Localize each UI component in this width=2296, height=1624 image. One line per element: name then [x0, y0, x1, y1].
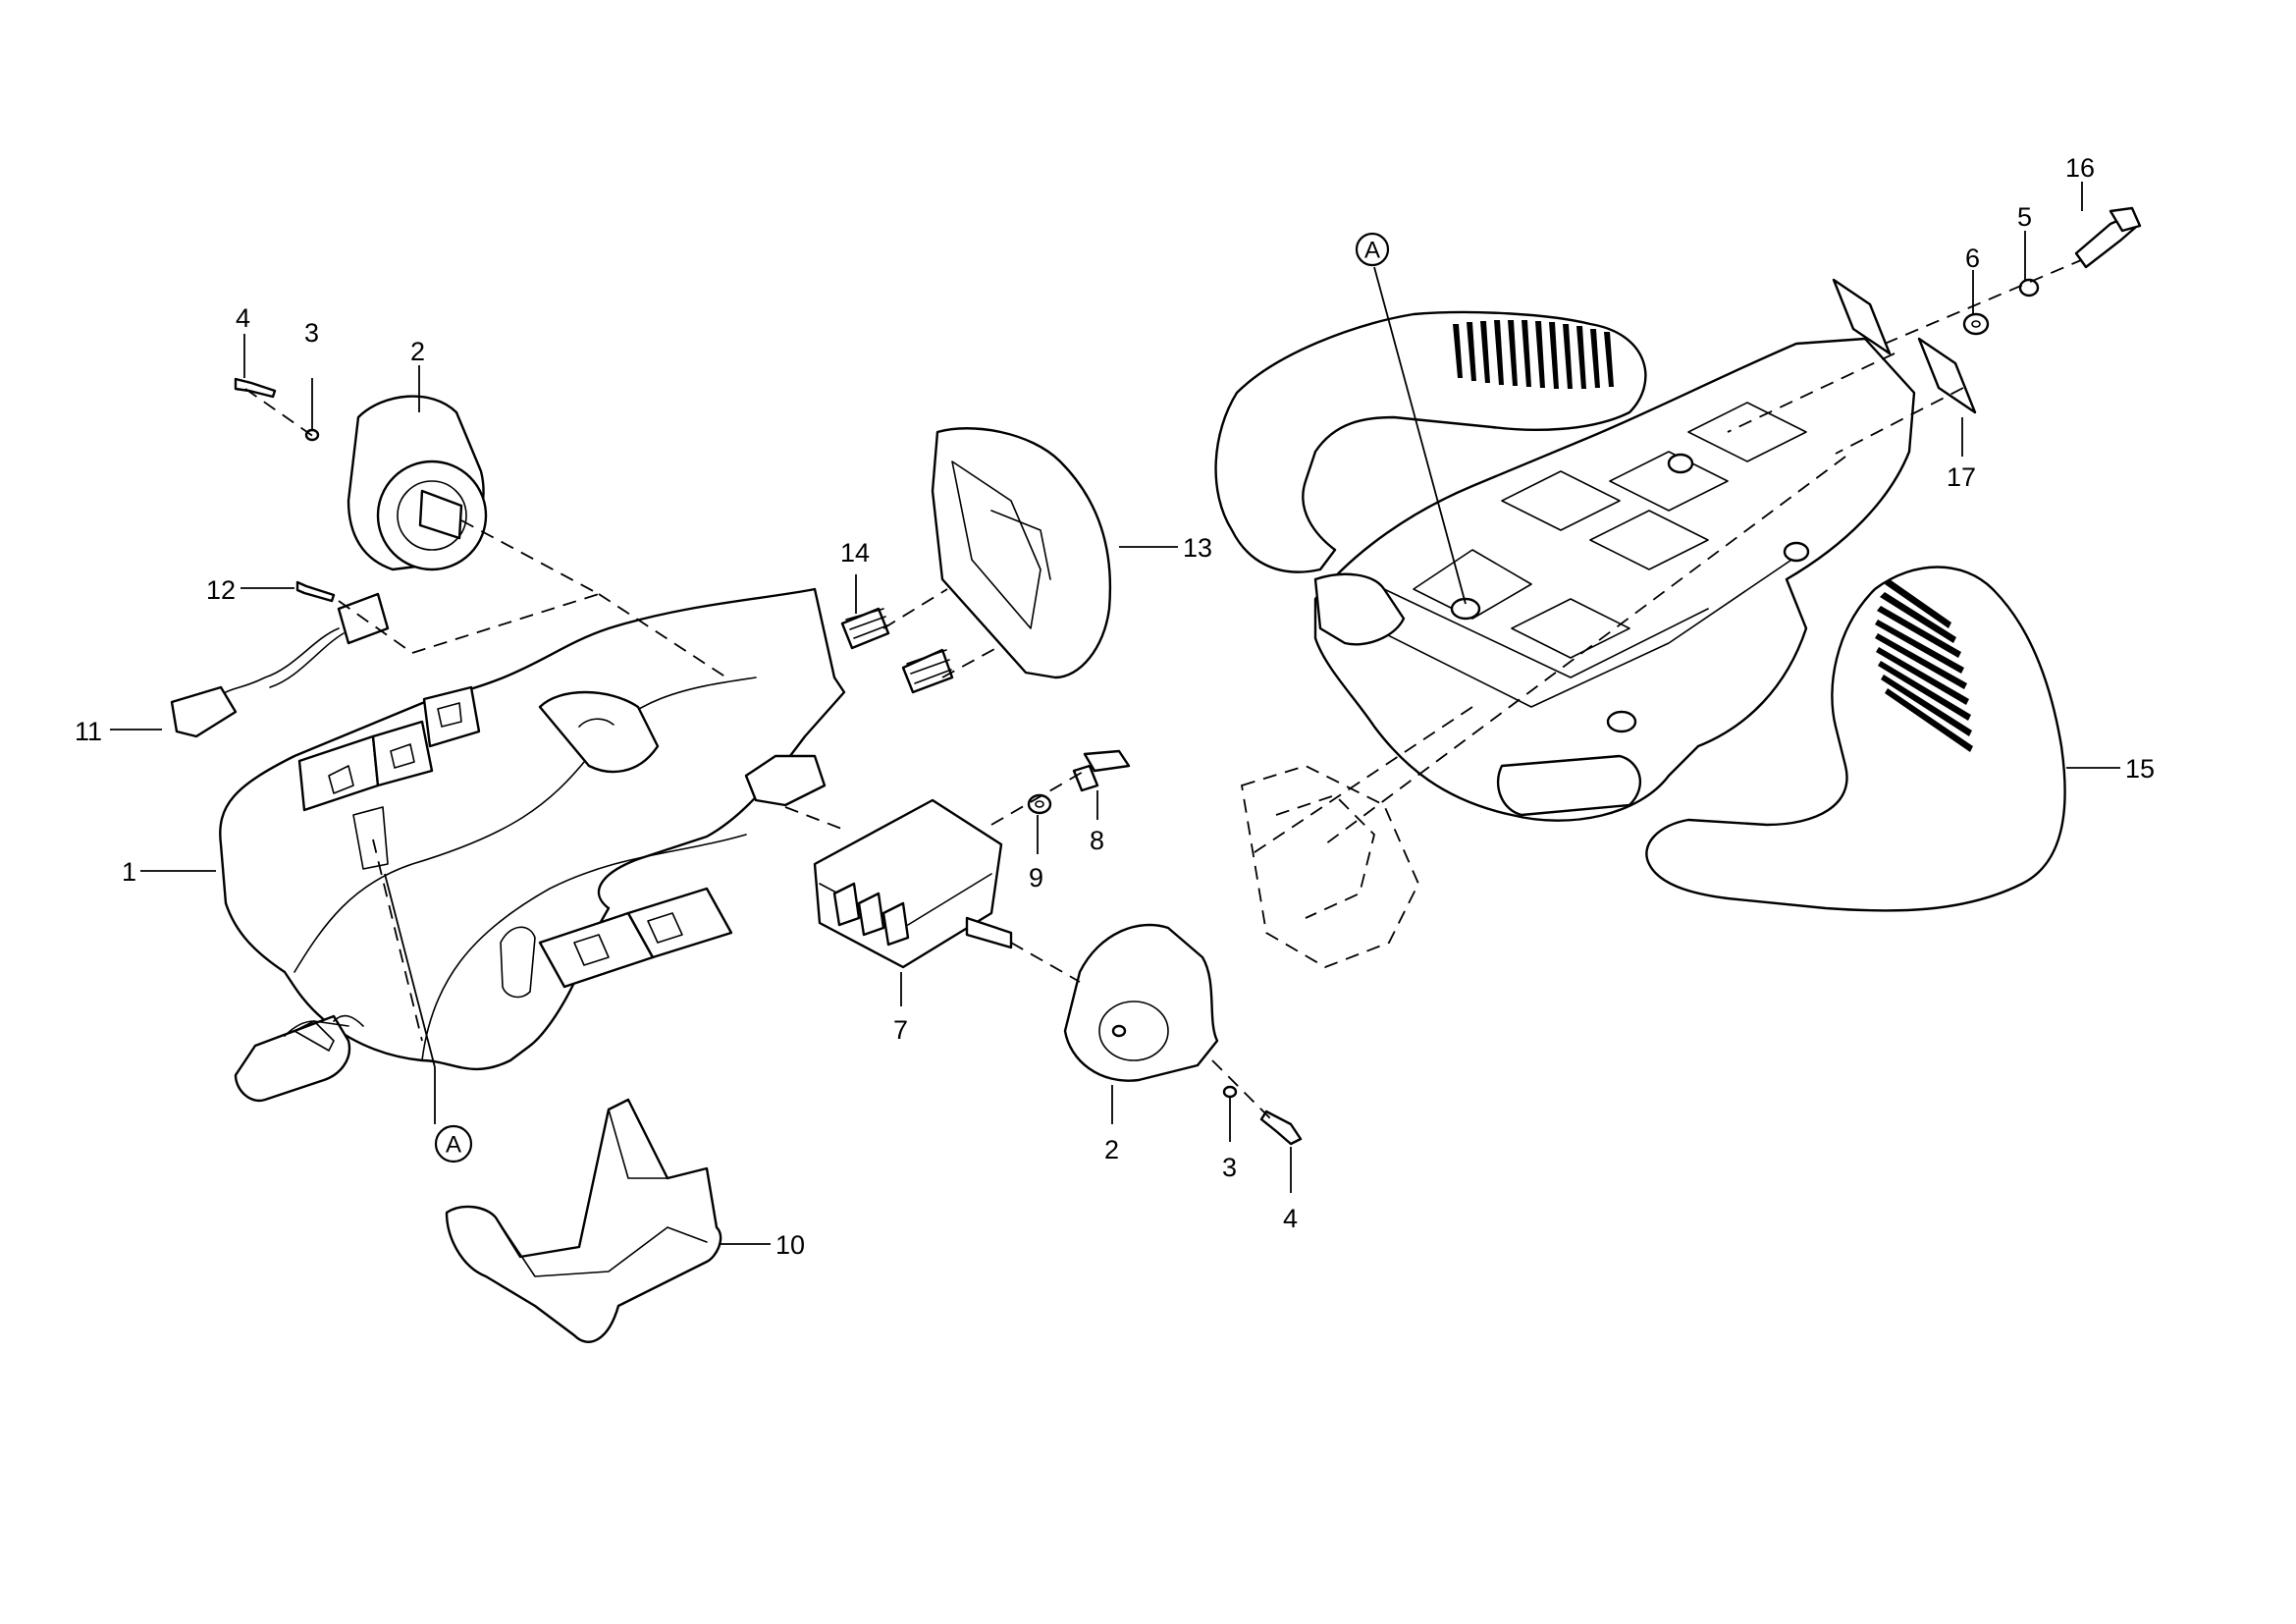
part-4-upper-screw [234, 377, 277, 399]
reference-label-a-lower: A [446, 1132, 461, 1159]
callout-6: 6 [1965, 244, 1980, 273]
callout-leader-lines [110, 182, 2120, 1245]
callout-1: 1 [122, 857, 136, 887]
callout-9: 9 [1029, 863, 1043, 893]
callout-11: 11 [75, 717, 102, 746]
part-2-lower-knob [1063, 923, 1219, 1082]
part-2-upper-knob [347, 395, 488, 571]
grip-ribbing-upper [1453, 320, 1614, 389]
callout-7: 7 [893, 1015, 908, 1045]
callout-15: 15 [2125, 754, 2155, 784]
part-11-switch-harness [170, 592, 390, 738]
callout-2-lower: 2 [1104, 1135, 1119, 1164]
part-14-springs [840, 607, 954, 694]
callout-3-lower: 3 [1222, 1153, 1237, 1182]
part-13-cover [931, 427, 1112, 679]
part-15-handle-frame [1214, 310, 2066, 912]
callout-3-upper: 3 [304, 318, 319, 348]
callout-4-lower: 4 [1283, 1204, 1298, 1233]
grip-ribbing-lower [1875, 579, 1973, 752]
callout-12: 12 [206, 575, 236, 605]
reference-marker-a-lower: A [434, 1124, 473, 1164]
callout-14: 14 [840, 538, 870, 568]
part-7-switch-unit [813, 798, 1013, 969]
reference-marker-a-upper: A [1355, 232, 1390, 267]
reference-label-a-upper: A [1364, 238, 1380, 264]
part-4-lower-screw [1259, 1110, 1303, 1146]
part-17-plates [1832, 278, 1977, 414]
callout-2-upper: 2 [410, 337, 425, 366]
assembly-hidden-lines [244, 259, 2082, 1120]
callout-4-upper: 4 [236, 303, 250, 333]
part-1-control-head-housing [219, 587, 846, 1103]
callout-8: 8 [1090, 826, 1104, 855]
callout-13: 13 [1183, 533, 1212, 563]
callout-5: 5 [2017, 202, 2032, 232]
callout-16: 16 [2065, 153, 2095, 183]
callout-labels: 4 3 2 12 11 1 14 13 8 9 7 2 3 4 10 16 5 … [75, 153, 2155, 1260]
part-12-screw [295, 580, 336, 603]
part-9-washer [1027, 793, 1052, 815]
callout-17: 17 [1947, 462, 1976, 492]
callout-10: 10 [775, 1230, 805, 1260]
part-8-screw [1072, 749, 1131, 792]
part-5-lock-washer [2018, 278, 2040, 298]
part-3-lower-washer [1222, 1085, 1238, 1099]
part-6-washer [1962, 312, 1990, 336]
part-10-tray [445, 1098, 722, 1343]
part-16-bolt [2074, 206, 2142, 269]
